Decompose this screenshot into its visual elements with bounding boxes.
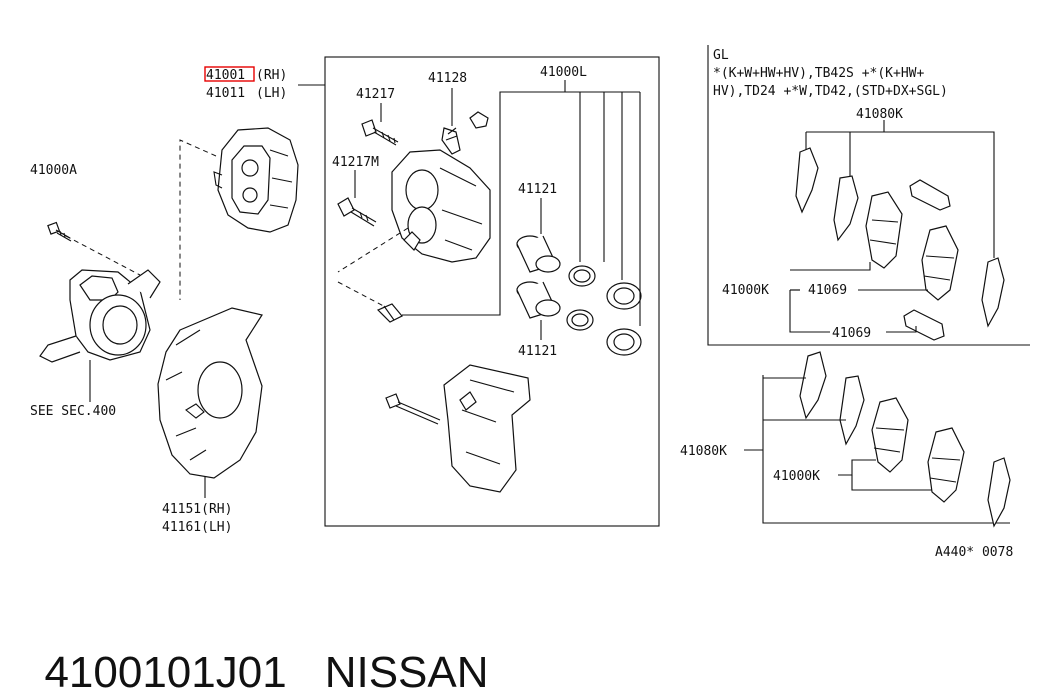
dust-boot-lower-drawing (606, 328, 642, 356)
dust-boot-upper-drawing (606, 282, 642, 310)
gl-condition-line-2: HV),TD24 +*W,TD42,(STD+DX+SGL) (713, 84, 948, 99)
brake-pad-d-drawing (927, 427, 965, 503)
label-41217[interactable]: 41217 (356, 87, 395, 102)
brake-pad-c-drawing (871, 397, 909, 473)
pad-shim-a-drawing (795, 147, 819, 214)
steering-knuckle-drawing (39, 269, 161, 363)
part-number: 4100101J01 (44, 648, 287, 697)
label-41001-side: (RH) (256, 68, 287, 83)
piston-seal-lower-drawing (566, 309, 594, 331)
label-see-sec-400[interactable]: SEE SEC.400 (30, 404, 116, 419)
label-41011[interactable]: 41011 (206, 86, 245, 101)
caliper-assembly-frame (324, 56, 660, 527)
label-41121-upper[interactable]: 41121 (518, 182, 557, 197)
caliper-body-drawing (213, 127, 299, 233)
piston-upper-drawing (516, 235, 561, 273)
label-41080k-upper[interactable]: 41080K (856, 107, 903, 122)
bolt-41217m-drawing (337, 197, 377, 227)
label-41000k-lower[interactable]: 41000K (773, 469, 820, 484)
anti-rattle-clip-upper-drawing (909, 179, 951, 211)
label-41000a[interactable]: 41000A (30, 163, 77, 178)
pad-shim-e-drawing (839, 375, 865, 446)
piston-seal-upper-drawing (568, 265, 596, 287)
brake-pad-b-drawing (921, 225, 959, 301)
gl-pad-kit-frame (707, 45, 1030, 346)
pad-shim-d-drawing (799, 351, 827, 420)
pad-shim-b-drawing (833, 175, 859, 242)
label-41011-side: (LH) (256, 86, 287, 101)
label-41080k-lower[interactable]: 41080K (680, 444, 727, 459)
label-41151[interactable]: 41151(RH) (162, 502, 232, 517)
brake-pad-a-drawing (865, 191, 903, 269)
piston-lower-drawing (516, 281, 561, 319)
bleeder-cap-drawing (376, 303, 403, 323)
highlight-box (204, 66, 255, 82)
pad-kit-frame (762, 375, 1010, 524)
label-41161[interactable]: 41161(LH) (162, 520, 232, 535)
brand-name: NISSAN (324, 648, 489, 697)
caliper-housing-drawing (391, 149, 491, 263)
pad-shim-c-drawing (981, 257, 1005, 328)
bleeder-screw-drawing (441, 111, 489, 155)
label-41001[interactable]: 41001 (206, 68, 245, 83)
gl-title: GL (713, 48, 729, 63)
anti-rattle-clip-lower-drawing (903, 309, 945, 341)
bolt-41217-drawing (361, 119, 399, 146)
label-41128[interactable]: 41128 (428, 71, 467, 86)
label-41000l[interactable]: 41000L (540, 65, 587, 80)
label-41000k-upper[interactable]: 41000K (722, 283, 769, 298)
label-41217m[interactable]: 41217M (332, 155, 379, 170)
dust-shield-drawing (157, 307, 263, 479)
label-41069-b[interactable]: 41069 (832, 326, 871, 341)
part-footer: 4100101J01 NISSAN (20, 598, 489, 698)
pad-shim-f-drawing (987, 457, 1011, 528)
bolt-41000a-drawing (47, 221, 72, 242)
reference-code: A440* 0078 (935, 545, 1013, 560)
gl-condition-line-1: *(K+W+HW+HV),TB42S +*(K+HW+ (713, 66, 924, 81)
label-41121-lower[interactable]: 41121 (518, 344, 557, 359)
label-41069-a[interactable]: 41069 (808, 283, 847, 298)
slide-pin-drawing (385, 393, 441, 425)
caliper-bracket-drawing (443, 364, 531, 493)
